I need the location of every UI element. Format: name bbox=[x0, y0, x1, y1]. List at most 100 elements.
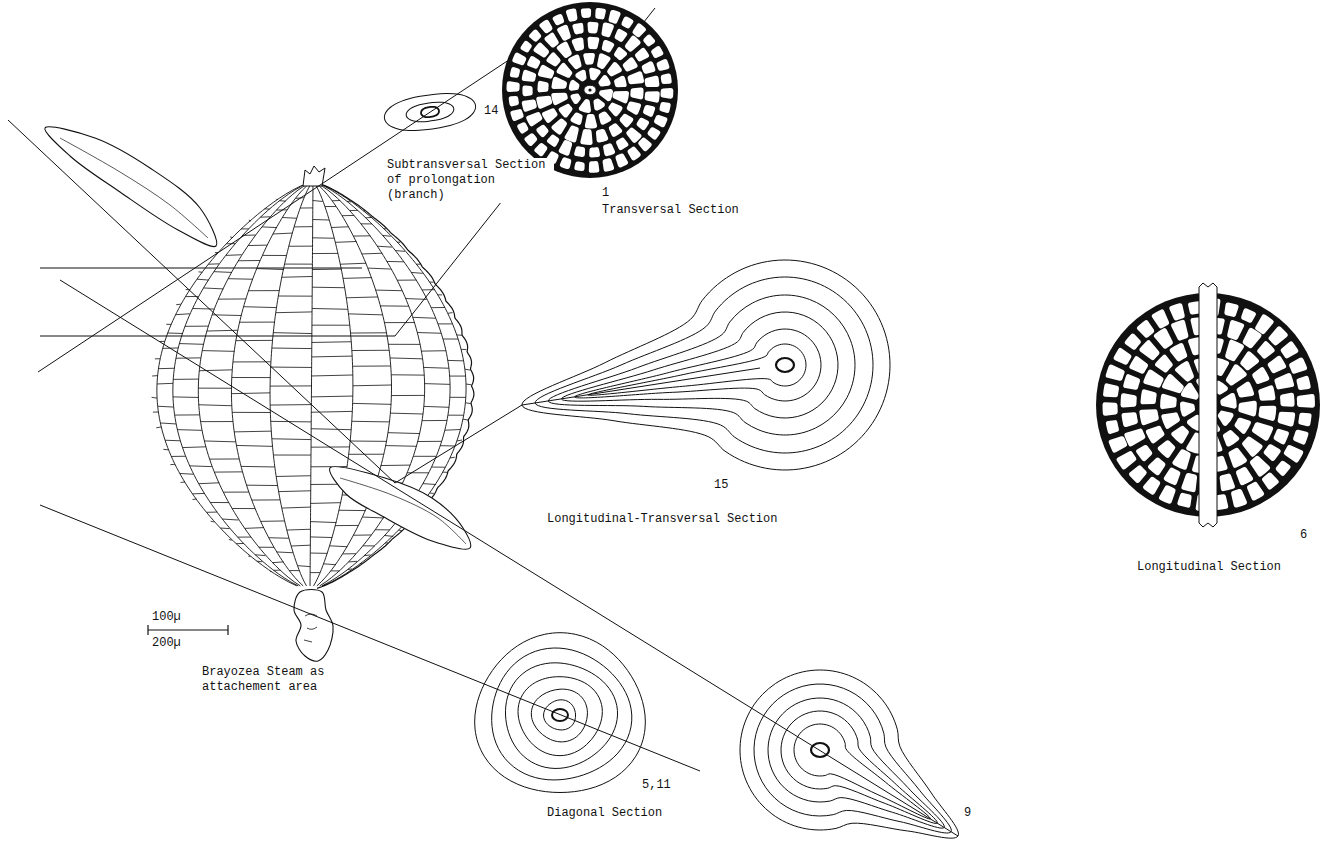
cell-wall bbox=[181, 482, 185, 483]
cell-wall bbox=[450, 457, 455, 459]
cell-wall bbox=[269, 537, 289, 539]
cell-wall bbox=[384, 228, 387, 229]
cell-wall bbox=[311, 502, 341, 504]
cell-wall bbox=[158, 406, 174, 408]
cell-wall bbox=[173, 379, 198, 380]
cell-wall bbox=[272, 348, 312, 350]
center-canal bbox=[811, 743, 829, 757]
section-line bbox=[60, 280, 958, 836]
cell bbox=[1162, 374, 1184, 393]
cell-wall bbox=[232, 412, 270, 413]
cell-wall bbox=[291, 545, 310, 547]
cell bbox=[626, 128, 641, 143]
center-canal bbox=[552, 709, 568, 721]
cell-wall bbox=[424, 406, 449, 408]
cell-wall bbox=[362, 253, 382, 255]
cell bbox=[638, 138, 651, 151]
section-caption: Longitudinal Section bbox=[1135, 560, 1283, 575]
cell-wall bbox=[276, 311, 312, 313]
cell bbox=[569, 80, 580, 91]
cell bbox=[1152, 309, 1169, 328]
cell-wall bbox=[391, 374, 424, 375]
cell bbox=[1170, 343, 1187, 361]
cell bbox=[1252, 422, 1273, 440]
cell-wall bbox=[201, 421, 233, 422]
cell bbox=[585, 114, 597, 129]
cell-wall bbox=[198, 388, 231, 389]
cell bbox=[1121, 393, 1137, 407]
cell-wall bbox=[300, 207, 313, 208]
cell bbox=[1237, 382, 1254, 398]
cell bbox=[1140, 340, 1160, 360]
cell-wall bbox=[340, 263, 366, 265]
cell bbox=[645, 76, 660, 87]
cell bbox=[1252, 367, 1269, 384]
cell-wall bbox=[360, 563, 362, 564]
cell-wall bbox=[448, 415, 464, 416]
cell-wall bbox=[232, 508, 255, 509]
cell-wall bbox=[265, 208, 270, 209]
cell bbox=[602, 40, 614, 52]
cell-wall bbox=[395, 250, 405, 252]
cell bbox=[623, 57, 638, 71]
cell bbox=[599, 89, 613, 101]
cell-wall bbox=[231, 392, 270, 394]
cell bbox=[1238, 401, 1257, 417]
cell-wall bbox=[289, 570, 299, 571]
cell-wall bbox=[210, 502, 228, 503]
cell-wall bbox=[457, 440, 462, 442]
contour bbox=[535, 277, 873, 453]
cell bbox=[1268, 356, 1286, 373]
cell bbox=[560, 157, 571, 169]
cell-wall bbox=[176, 357, 201, 358]
cell-wall bbox=[279, 490, 311, 492]
cell-wall bbox=[192, 493, 204, 494]
cell-wall bbox=[385, 542, 388, 543]
cell bbox=[597, 53, 610, 68]
body-outline bbox=[313, 182, 474, 588]
cell-wall bbox=[230, 236, 233, 238]
section-line bbox=[40, 268, 362, 269]
cell-wall bbox=[311, 428, 351, 430]
cell-wall bbox=[399, 530, 402, 532]
cell-wall bbox=[461, 349, 466, 350]
cell-wall bbox=[199, 404, 232, 406]
cell-wall bbox=[226, 254, 242, 256]
cell-wall bbox=[342, 215, 354, 216]
cell bbox=[580, 129, 592, 145]
cell-wall bbox=[332, 200, 340, 201]
cell bbox=[1257, 341, 1274, 358]
cell bbox=[566, 8, 577, 21]
cell-wall bbox=[156, 426, 161, 428]
cell bbox=[1247, 482, 1264, 501]
cell-wall bbox=[158, 368, 174, 369]
scale-line bbox=[148, 629, 228, 630]
cell bbox=[589, 161, 599, 173]
cell bbox=[627, 147, 640, 161]
contour bbox=[518, 677, 602, 756]
cell bbox=[659, 102, 670, 113]
cell bbox=[1297, 394, 1315, 408]
cell bbox=[1175, 361, 1194, 381]
cell-wall bbox=[236, 340, 273, 341]
cell-wall bbox=[248, 556, 250, 558]
cell-wall bbox=[273, 233, 292, 235]
cell bbox=[536, 96, 552, 109]
scale-bar bbox=[148, 625, 228, 635]
cell bbox=[635, 48, 649, 61]
cell bbox=[1281, 341, 1299, 358]
cell bbox=[1220, 393, 1236, 409]
cell bbox=[625, 36, 641, 52]
cell-wall bbox=[255, 554, 265, 556]
cell bbox=[1129, 356, 1148, 373]
cell-wall bbox=[381, 465, 410, 466]
cell bbox=[632, 24, 645, 38]
cell-wall bbox=[249, 220, 251, 222]
cell-wall bbox=[353, 534, 371, 535]
cell-wall bbox=[391, 395, 424, 396]
cell bbox=[553, 14, 564, 25]
cell-wall bbox=[388, 344, 420, 345]
cell-wall bbox=[466, 384, 471, 386]
body-meridian bbox=[310, 182, 313, 586]
cell-wall bbox=[349, 454, 384, 455]
